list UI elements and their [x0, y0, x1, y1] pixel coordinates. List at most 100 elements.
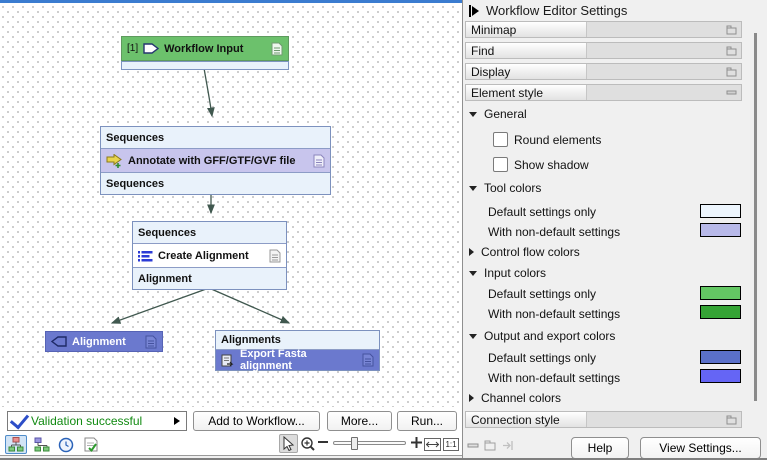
zoom-out-icon[interactable] — [317, 436, 329, 452]
panel-title: Workflow Editor Settings — [486, 3, 628, 18]
document-icon[interactable] — [362, 353, 374, 367]
node-output-port-strip[interactable] — [121, 61, 289, 70]
panel-header: Workflow Editor Settings — [469, 3, 627, 18]
node-label: Annotate with GFF/GTF/GVF file — [128, 154, 296, 167]
collapse-panel-icon[interactable] — [469, 4, 479, 17]
detach-icon[interactable] — [726, 46, 737, 56]
group-tool-colors[interactable]: Tool colors — [469, 181, 541, 195]
document-icon[interactable] — [313, 154, 325, 168]
node-label: Create Alignment — [158, 249, 249, 262]
group-general[interactable]: General — [469, 107, 527, 121]
node-create-alignment[interactable]: Sequences Create Alignment Alignment — [132, 221, 287, 290]
zoom-tool-button[interactable] — [299, 435, 317, 453]
color-swatch-input-nondefault[interactable] — [700, 305, 741, 319]
collapse-section-icon[interactable] — [726, 90, 737, 96]
annotate-icon — [106, 153, 123, 168]
node-export-fasta[interactable]: Alignments Export Fasta alignment — [215, 330, 380, 372]
show-shadow-option[interactable]: Show shadow — [493, 157, 589, 172]
input-port-row[interactable]: Alignments — [216, 331, 379, 350]
node-workflow-input[interactable]: [1] Workflow Input — [121, 36, 289, 61]
add-to-workflow-button[interactable]: Add to Workflow... — [193, 411, 320, 431]
section-element-style[interactable]: Element style — [465, 84, 742, 101]
chevron-down-icon — [469, 270, 477, 276]
run-button[interactable]: Run... — [397, 411, 457, 431]
chevron-down-icon — [469, 111, 477, 117]
round-elements-option[interactable]: Round elements — [493, 132, 601, 147]
zoom-slider-track[interactable] — [333, 441, 406, 445]
checkbox-label: Round elements — [514, 132, 602, 147]
section-label: Element style — [466, 85, 587, 100]
actual-size-button[interactable]: 1:1 — [443, 438, 459, 451]
color-row-label: With non-default settings — [488, 371, 621, 385]
output-port-row[interactable]: Sequences — [101, 172, 330, 194]
document-icon[interactable] — [271, 42, 283, 56]
group-label: Control flow colors — [481, 245, 580, 259]
layout-vertical-button[interactable] — [5, 435, 27, 454]
validation-text: Validation successful — [31, 414, 143, 428]
color-row-label: With non-default settings — [488, 225, 621, 239]
fit-width-button[interactable] — [424, 438, 441, 451]
checkbox[interactable] — [493, 157, 508, 172]
port-label: Alignments — [221, 334, 281, 346]
color-swatch-tool-nondefault[interactable] — [700, 223, 741, 237]
node-label: Alignment — [72, 335, 126, 348]
output-port-row[interactable]: Alignment — [133, 267, 286, 289]
color-row-label: Default settings only — [488, 287, 597, 301]
input-port-row[interactable]: Sequences — [101, 127, 330, 149]
checkbox[interactable] — [493, 132, 508, 147]
color-row-label: Default settings only — [488, 205, 597, 219]
chevron-down-icon — [469, 185, 477, 191]
group-label: Output and export colors — [484, 329, 616, 343]
color-swatch-output-default[interactable] — [700, 350, 741, 364]
collapse-all-icon[interactable] — [467, 443, 479, 449]
detach-icon[interactable] — [726, 415, 737, 425]
input-port-row[interactable]: Sequences — [133, 222, 286, 244]
section-label: Minimap — [466, 22, 587, 37]
help-button[interactable]: Help — [571, 437, 629, 458]
group-input-colors[interactable]: Input colors — [469, 266, 546, 280]
validation-expand-icon[interactable] — [174, 417, 180, 425]
group-control-flow-colors[interactable]: Control flow colors — [469, 245, 580, 259]
detach-icon[interactable] — [726, 25, 737, 35]
layout-horizontal-button[interactable] — [31, 435, 53, 454]
section-minimap[interactable]: Minimap — [465, 21, 742, 38]
zoom-slider-thumb[interactable] — [351, 437, 358, 450]
settings-panel: Workflow Editor Settings Minimap Find Di… — [462, 0, 767, 458]
history-clock-button[interactable] — [57, 436, 75, 453]
tool-row[interactable]: Create Alignment — [133, 244, 286, 267]
output-arrow-icon — [51, 335, 67, 348]
tool-row[interactable]: Annotate with GFF/GTF/GVF file — [101, 149, 330, 172]
expand-all-icon[interactable] — [484, 440, 496, 451]
bottom-divider — [0, 455, 462, 458]
group-channel-colors[interactable]: Channel colors — [469, 391, 561, 405]
group-output-export-colors[interactable]: Output and export colors — [469, 329, 615, 343]
validation-status[interactable]: Validation successful — [7, 408, 187, 431]
section-display[interactable]: Display — [465, 63, 742, 80]
port-label: Sequences — [106, 131, 165, 144]
section-connection-style[interactable]: Connection style — [465, 411, 742, 428]
document-icon[interactable] — [269, 249, 281, 263]
validation-check-icon — [9, 408, 30, 430]
color-row-label: Default settings only — [488, 351, 597, 365]
view-settings-button[interactable]: View Settings... — [640, 437, 761, 458]
detach-icon[interactable] — [726, 67, 737, 77]
workflow-canvas[interactable]: [1] Workflow Input Sequences Annotate wi… — [0, 0, 462, 407]
validate-report-button[interactable] — [82, 436, 100, 453]
checkbox-label: Show shadow — [514, 157, 589, 172]
tool-row[interactable]: Export Fasta alignment — [216, 348, 379, 372]
pointer-tool-button[interactable] — [279, 434, 298, 453]
node-label: Workflow Input — [164, 42, 244, 55]
dock-panel-icon[interactable] — [502, 440, 514, 451]
color-swatch-input-default[interactable] — [700, 286, 741, 300]
color-swatch-tool-default[interactable] — [700, 204, 741, 218]
zoom-in-icon[interactable] — [410, 436, 423, 454]
more-button[interactable]: More... — [327, 411, 392, 431]
document-icon[interactable] — [145, 335, 157, 349]
color-swatch-output-nondefault[interactable] — [700, 369, 741, 383]
node-annotate[interactable]: Sequences Annotate with GFF/GTF/GVF file… — [100, 126, 331, 195]
section-find[interactable]: Find — [465, 42, 742, 59]
panel-scrollbar[interactable] — [754, 33, 757, 401]
color-row-label: With non-default settings — [488, 307, 621, 321]
node-alignment-output[interactable]: Alignment — [45, 331, 163, 352]
